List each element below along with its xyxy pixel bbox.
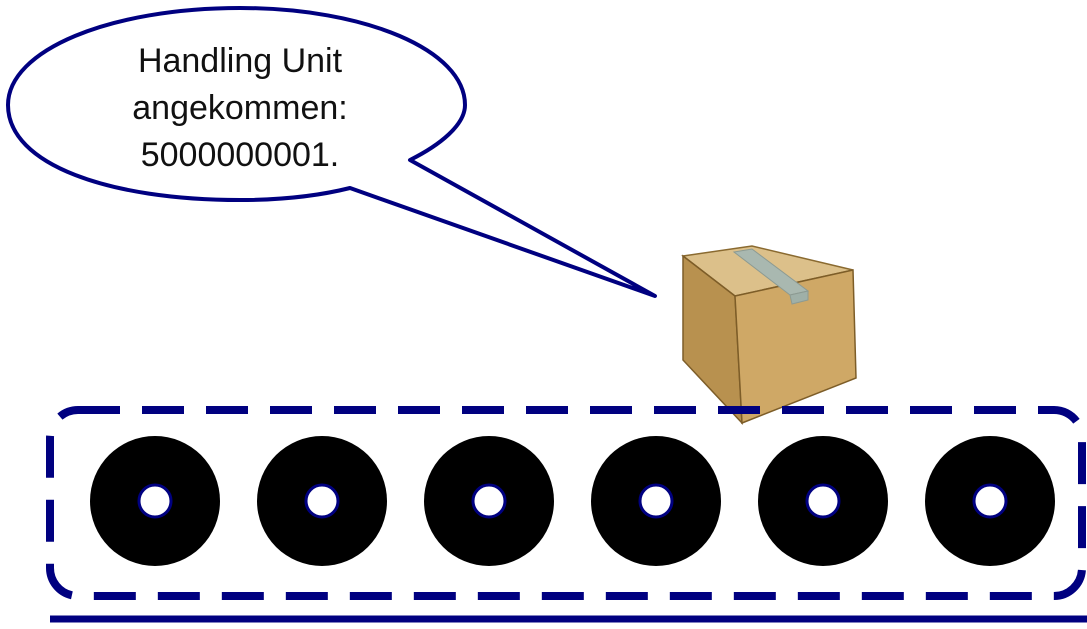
roller-hub bbox=[638, 483, 674, 519]
conveyor-roller bbox=[758, 436, 888, 566]
speech-bubble-text: Handling Unit angekommen: 5000000001. bbox=[60, 38, 420, 179]
box-tape-side bbox=[789, 290, 809, 305]
package-box bbox=[681, 245, 857, 426]
speech-bubble-line-1: Handling Unit bbox=[137, 42, 343, 80]
roller-hub bbox=[137, 483, 173, 519]
conveyor-roller bbox=[90, 436, 220, 566]
conveyor-frame bbox=[46, 406, 1086, 600]
conveyor-rollers bbox=[90, 436, 1055, 566]
speech-bubble bbox=[6, 6, 657, 298]
box-side-face bbox=[734, 269, 857, 425]
speech-bubble-line-3: 5000000001. bbox=[140, 136, 340, 174]
roller-hub bbox=[805, 483, 841, 519]
speech-bubble-line-2: angekommen: bbox=[132, 89, 348, 127]
speech-bubble-outline bbox=[6, 6, 657, 298]
conveyor-roller bbox=[591, 436, 721, 566]
conveyor-roller bbox=[925, 436, 1055, 566]
conveyor-roller bbox=[257, 436, 387, 566]
roller-hub bbox=[972, 483, 1008, 519]
roller-hub bbox=[304, 483, 340, 519]
roller-hub bbox=[471, 483, 507, 519]
conveyor-roller bbox=[424, 436, 554, 566]
